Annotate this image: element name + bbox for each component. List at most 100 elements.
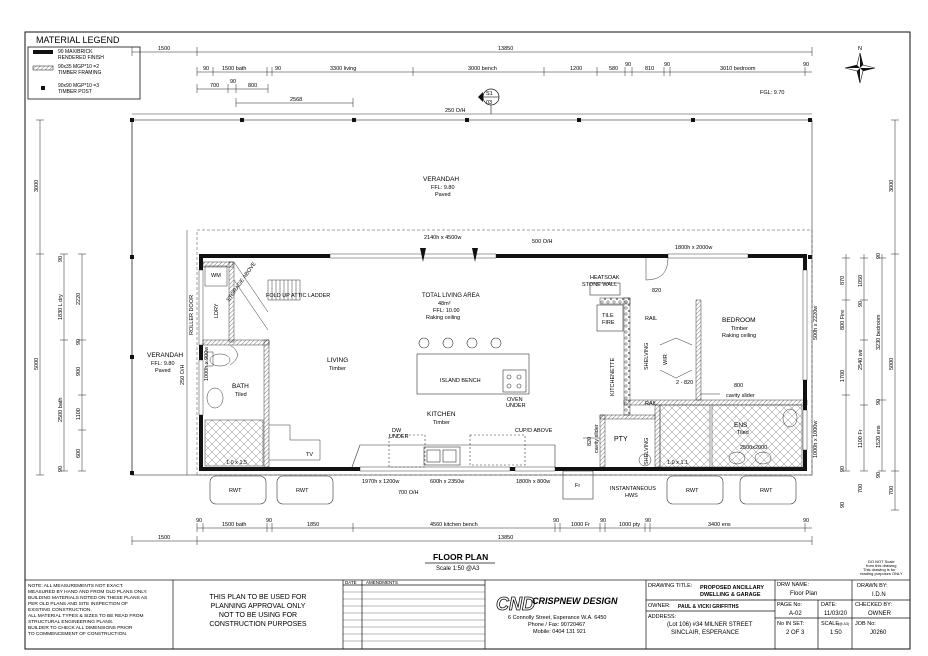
living-title: LIVING — [327, 357, 348, 364]
dim-text: 1500 bath — [222, 522, 246, 528]
dw-label: DW — [392, 428, 402, 434]
dim-text: 3010 bedroom — [720, 66, 756, 72]
company-name: CRISPNEW DESIGN — [532, 596, 618, 606]
heatsoak-label: STONE WALL — [582, 282, 617, 288]
oven-label: OVEN — [507, 397, 523, 403]
dim-text: 90 — [203, 66, 209, 72]
dim-text: 90 — [876, 253, 882, 259]
top-dimensions: 1500 13850 90 1500 bath 90 3300 living 3… — [131, 46, 813, 107]
section-marker-bottom: 03 — [486, 100, 492, 106]
dim-text: 1200 — [570, 66, 582, 72]
field-label: DRAWING TITLE: — [648, 583, 693, 589]
field-value: SINCLAIR, ESPERANCE — [671, 630, 739, 636]
note-line: reading purposes ONLY — [860, 571, 903, 576]
dim-text: 90 — [803, 62, 809, 68]
oh-label: 700 O/H — [398, 490, 419, 496]
rail-label: RAIL — [645, 316, 657, 322]
rwt-label: RWT — [760, 488, 773, 494]
field-label: ADDRESS: — [648, 614, 677, 620]
amend-date-header: DATE — [345, 580, 357, 585]
field-value: 11/03/20 — [824, 611, 848, 617]
dim-text: 600 — [76, 449, 82, 458]
dim-text: 90 — [664, 62, 670, 68]
dim-text: 1830 L dry — [58, 294, 64, 320]
note-line: This drawing is for — [863, 567, 896, 572]
oh-label: 500 O/H — [532, 239, 553, 245]
dim-text: 1050 — [858, 275, 864, 287]
amendments-header: AMENDMENTS — [366, 580, 398, 585]
title-block-fields: DRAWING TITLE: PROPOSED ANCILLARY DWELLI… — [648, 582, 892, 636]
note-line: NOTE: ALL MEASUREMENTS NOT EXACT. — [28, 583, 123, 589]
company-phone: Phone / Fax: 90720467 — [528, 622, 585, 628]
rwt-tanks — [209, 475, 797, 505]
section-marker-top: S1 — [486, 91, 493, 97]
dim-text: 90 — [625, 62, 631, 68]
scale-text: Scale 1:50 @A3 — [436, 566, 480, 572]
note-line: STRUCTURAL ENGINEERING PLANS. — [28, 619, 113, 625]
dim-text: 90 — [840, 466, 846, 472]
dim-text: 1000 pty — [619, 522, 640, 528]
planning-note: THIS PLAN TO BE USED FOR PLANNING APPROV… — [209, 594, 307, 628]
field-value: OWNER — [868, 611, 892, 617]
field-label: DRW NAME: — [777, 582, 809, 588]
field-value: A-02 — [789, 611, 802, 617]
field-label: DRAWN BY: — [857, 583, 888, 589]
field-value: 1:50 — [830, 630, 842, 636]
door-dim-label: 820 — [652, 288, 661, 294]
dim-text: 5000 — [34, 358, 40, 370]
dim-text: 810 — [645, 66, 654, 72]
company-logo: CND CRISPNEW DESIGN 6 Connolly Street, E… — [496, 594, 618, 635]
rwt-label: RWT — [296, 488, 309, 494]
door-dim-label: 2 - 820 — [676, 380, 693, 386]
dim-text: 3300 living — [330, 66, 356, 72]
dim-text: 13850 — [498, 535, 513, 541]
dim-text: 2220 — [76, 293, 82, 305]
dim-text: 4560 kitchen bench — [430, 522, 478, 528]
field-label: OWNER: — [648, 603, 671, 609]
vanity-label: 2500x2000 — [740, 445, 767, 451]
bath-fixtures — [204, 351, 264, 467]
dim-text: 90 — [858, 301, 864, 307]
verandah-top-title: VERANDAH — [423, 176, 459, 183]
dim-text: 2500 bath — [58, 398, 64, 422]
do-not-scale-note: DO NOT Scale from this drawing This draw… — [860, 559, 903, 576]
tile-fire-label: TILE — [602, 313, 614, 319]
note-line: BUILDING MATERIALS NOTED ON THESE PLANS … — [28, 595, 147, 601]
verandah-top-ffl: FFL: 9.80 — [431, 185, 455, 191]
dim-text: 90 — [275, 66, 281, 72]
dim-text: 1700 — [840, 370, 846, 382]
dim-text: 800 Fire — [840, 310, 846, 330]
field-value: Floor Plan — [790, 591, 817, 597]
note-line: EXISTING CONSTRUCTION. — [28, 607, 92, 613]
verandah-left-title: VERANDAH — [147, 352, 183, 359]
island-label: ISLAND BENCH — [440, 378, 481, 384]
hws-label: HWS — [625, 493, 638, 499]
living-area-ceiling: Raking ceiling — [426, 315, 460, 321]
general-notes: NOTE: ALL MEASUREMENTS NOT EXACT. MEASUR… — [28, 583, 148, 637]
tv-label: TV — [306, 452, 313, 458]
door-dim-label: 820 — [587, 437, 593, 446]
planning-line: PLANNING APPROVAL ONLY — [211, 603, 306, 610]
field-value: I.D.N — [872, 592, 886, 598]
verandah-left-ffl: FFL: 9.80 — [151, 361, 175, 367]
dim-text: 800 — [248, 83, 257, 89]
dw-label: UNDER — [389, 434, 409, 440]
oh-left-label: 250 O/H — [180, 364, 186, 385]
roller-door-label: ROLLER DOOR — [189, 295, 195, 335]
fgl-text: FGL: 9.70 — [760, 90, 784, 96]
dim-text: 90 — [58, 466, 64, 472]
note-line: from this drawing — [866, 563, 896, 568]
left-dimensions: 3000 1830 L dry 2220 5000 900 2500 bath … — [34, 119, 86, 476]
dim-text: 1500 — [158, 535, 170, 541]
window-label: 2140h x 4500w — [424, 235, 461, 241]
dim-text: 1000 Fr — [571, 522, 590, 528]
field-label: CHECKED BY: — [855, 602, 892, 608]
window-label: 1000h x 1000w — [813, 421, 819, 458]
door-swings — [229, 257, 720, 439]
field-label: PAGE No: — [777, 602, 802, 608]
tile-fire-label: FIRE — [602, 320, 615, 326]
shelving-label: SHELVING — [644, 343, 650, 370]
bath-title: BATH — [232, 383, 249, 390]
cavity-label: cavity slider — [594, 424, 600, 453]
kitchenette-label: KITCHENETTE — [610, 357, 616, 396]
